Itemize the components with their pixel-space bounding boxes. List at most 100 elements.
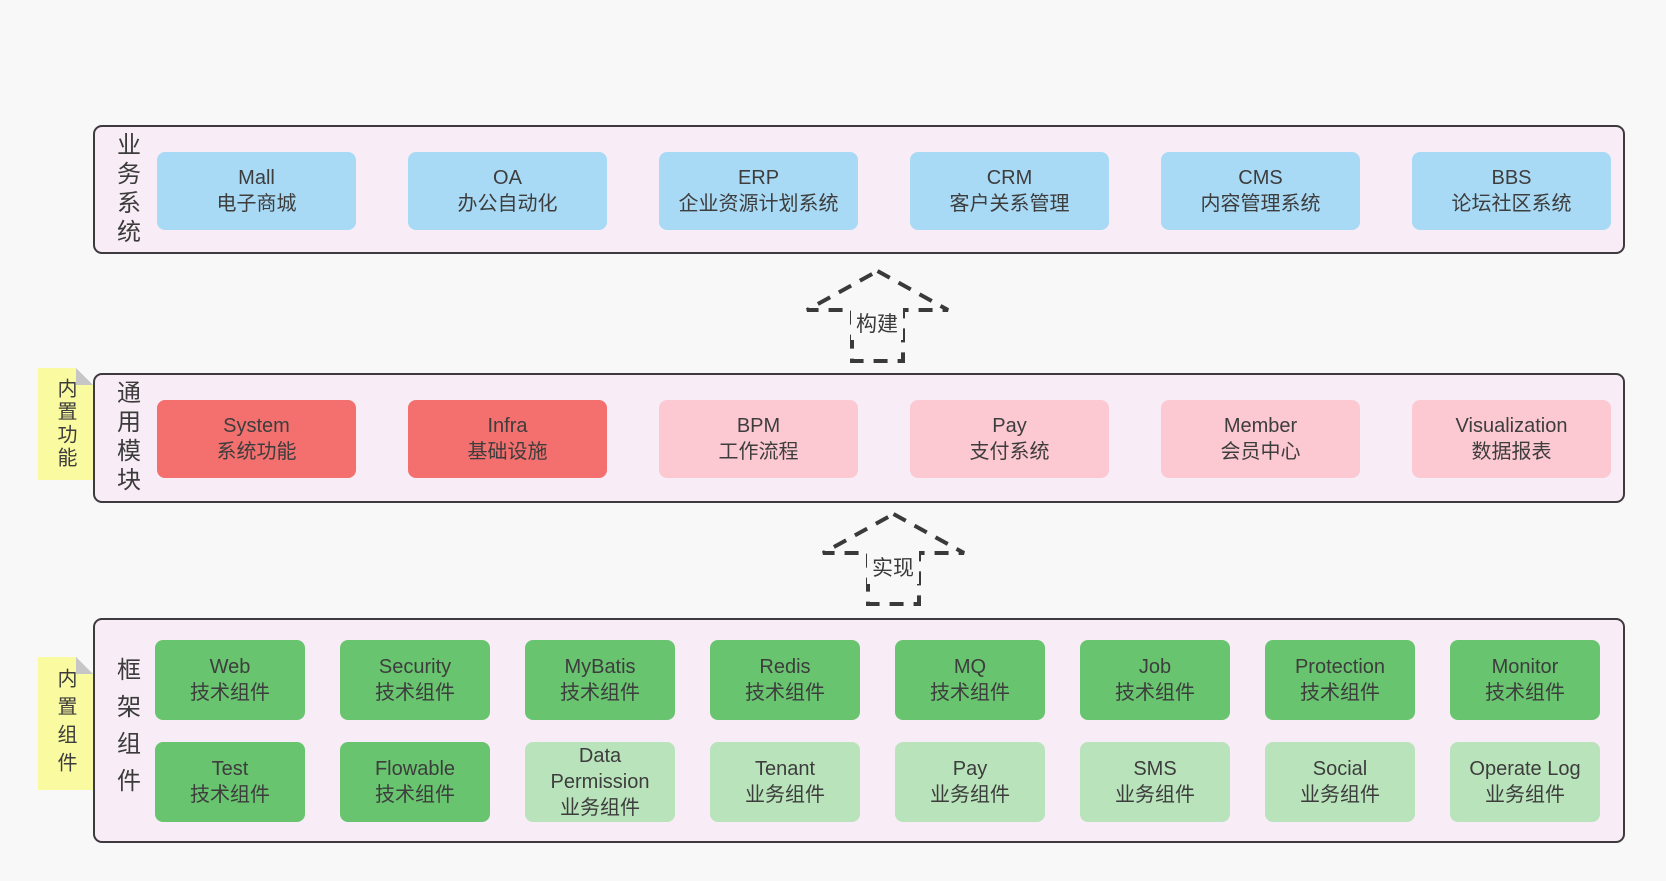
box-title: Social bbox=[1312, 758, 1368, 780]
box-title: CMS bbox=[1238, 167, 1283, 189]
box-subtitle: 系统功能 bbox=[216, 441, 297, 463]
box-subtitle: 会员中心 bbox=[1220, 441, 1301, 463]
box-subtitle: 技术组件 bbox=[1485, 682, 1565, 704]
box-subtitle: 技术组件 bbox=[1300, 682, 1380, 704]
box-subtitle: 工作流程 bbox=[718, 441, 799, 463]
box-subtitle: 办公自动化 bbox=[457, 193, 558, 215]
box-test: Test 技术组件 bbox=[155, 742, 305, 822]
section-label: 通用模块 bbox=[112, 380, 140, 496]
box-subtitle: 技术组件 bbox=[930, 682, 1010, 704]
box-flowable: Flowable 技术组件 bbox=[340, 742, 490, 822]
box-subtitle: 业务组件 bbox=[930, 784, 1010, 806]
box-subtitle: 技术组件 bbox=[375, 784, 455, 806]
box-title: System bbox=[223, 415, 290, 437]
box-mq: MQ 技术组件 bbox=[895, 640, 1045, 720]
box-subtitle: 业务组件 bbox=[1485, 784, 1565, 806]
box-system: System 系统功能 bbox=[157, 400, 356, 478]
box-cms: CMS 内容管理系统 bbox=[1161, 152, 1360, 230]
box-oa: OA 办公自动化 bbox=[408, 152, 607, 230]
box-title: Pay bbox=[992, 415, 1027, 437]
box-title: BBS bbox=[1491, 167, 1532, 189]
box-tenant: Tenant 业务组件 bbox=[710, 742, 860, 822]
business-systems-section: 业务系统 Mall 电子商城 OA 办公自动化 ERP 企业资源计划系统 CRM 客户关系管理… bbox=[93, 125, 1625, 254]
box-crm: CRM 客户关系管理 bbox=[910, 152, 1109, 230]
box-subtitle: 技术组件 bbox=[190, 682, 270, 704]
box-infra: Infra 基础设施 bbox=[408, 400, 607, 478]
box-title: CRM bbox=[986, 167, 1033, 189]
box-title: Visualization bbox=[1455, 415, 1568, 437]
box-bpm: BPM 工作流程 bbox=[659, 400, 858, 478]
box-job: Job 技术组件 bbox=[1080, 640, 1230, 720]
arrow-label: 实现 bbox=[867, 550, 919, 584]
box-title: Web bbox=[209, 656, 251, 678]
box-protection: Protection 技术组件 bbox=[1265, 640, 1415, 720]
box-title: Flowable bbox=[374, 758, 456, 780]
common-modules-section: 通用模块 System 系统功能 Infra 基础设施 BPM 工作流程 Pay 支付系统 Me… bbox=[93, 373, 1625, 503]
box-operate-log: Operate Log 业务组件 bbox=[1450, 742, 1600, 822]
box-web: Web 技术组件 bbox=[155, 640, 305, 720]
implement-arrow bbox=[822, 511, 965, 606]
built-in-features-tag: 内置功能 bbox=[38, 368, 93, 480]
box-subtitle: 基础设施 bbox=[467, 441, 548, 463]
box-title: Infra bbox=[487, 415, 528, 437]
box-title: Test bbox=[211, 758, 249, 780]
box-title: Pay bbox=[952, 758, 988, 780]
box-subtitle: 业务组件 bbox=[1115, 784, 1195, 806]
box-member: Member 会员中心 bbox=[1161, 400, 1360, 478]
box-subtitle: 技术组件 bbox=[745, 682, 825, 704]
box-title: Monitor bbox=[1491, 656, 1559, 678]
box-title: Data Permission bbox=[550, 745, 650, 793]
arrow-label: 构建 bbox=[851, 306, 903, 340]
box-title: Protection bbox=[1294, 656, 1386, 678]
box-title: Member bbox=[1223, 415, 1298, 437]
box-subtitle: 电子商城 bbox=[216, 193, 297, 215]
box-subtitle: 数据报表 bbox=[1471, 441, 1552, 463]
box-title: ERP bbox=[737, 167, 780, 189]
box-subtitle: 支付系统 bbox=[969, 441, 1050, 463]
box-title: Security bbox=[378, 656, 452, 678]
section-label: 业务系统 bbox=[112, 131, 140, 248]
box-subtitle: 技术组件 bbox=[560, 682, 640, 704]
box-mybatis: MyBatis 技术组件 bbox=[525, 640, 675, 720]
box-data-permission: Data Permission 业务组件 bbox=[525, 742, 675, 822]
box-security: Security 技术组件 bbox=[340, 640, 490, 720]
box-erp: ERP 企业资源计划系统 bbox=[659, 152, 858, 230]
section-label: 框架组件 bbox=[112, 656, 140, 805]
box-monitor: Monitor 技术组件 bbox=[1450, 640, 1600, 720]
box-redis: Redis 技术组件 bbox=[710, 640, 860, 720]
box-subtitle: 客户关系管理 bbox=[949, 193, 1070, 215]
box-pay: Pay 支付系统 bbox=[910, 400, 1109, 478]
built-in-components-tag: 内置组件 bbox=[38, 657, 93, 790]
box-visualization: Visualization 数据报表 bbox=[1412, 400, 1611, 478]
box-subtitle: 业务组件 bbox=[1300, 784, 1380, 806]
box-title: BPM bbox=[736, 415, 781, 437]
box-social: Social 业务组件 bbox=[1265, 742, 1415, 822]
box-title: Job bbox=[1138, 656, 1172, 678]
business-row: Mall 电子商城 OA 办公自动化 ERP 企业资源计划系统 CRM 客户关系管理 CMS 内容… bbox=[157, 152, 1611, 230]
box-mall: Mall 电子商城 bbox=[157, 152, 356, 230]
box-subtitle: 企业资源计划系统 bbox=[678, 193, 839, 215]
box-pay: Pay 业务组件 bbox=[895, 742, 1045, 822]
box-title: OA bbox=[493, 167, 522, 189]
box-bbs: BBS 论坛社区系统 bbox=[1412, 152, 1611, 230]
box-subtitle: 技术组件 bbox=[375, 682, 455, 704]
box-subtitle: 业务组件 bbox=[560, 797, 640, 819]
box-subtitle: 技术组件 bbox=[1115, 682, 1195, 704]
build-arrow bbox=[806, 268, 949, 363]
box-title: Operate Log bbox=[1469, 758, 1581, 780]
box-subtitle: 论坛社区系统 bbox=[1451, 193, 1572, 215]
box-title: Mall bbox=[238, 167, 275, 189]
box-subtitle: 内容管理系统 bbox=[1200, 193, 1321, 215]
box-title: MyBatis bbox=[564, 656, 636, 678]
box-title: Tenant bbox=[754, 758, 816, 780]
box-title: SMS bbox=[1133, 758, 1177, 780]
modules-row: System 系统功能 Infra 基础设施 BPM 工作流程 Pay 支付系统 Member 会… bbox=[157, 400, 1611, 478]
box-subtitle: 技术组件 bbox=[190, 784, 270, 806]
box-title: Redis bbox=[759, 656, 811, 678]
box-subtitle: 业务组件 bbox=[745, 784, 825, 806]
box-title: MQ bbox=[953, 656, 987, 678]
box-sms: SMS 业务组件 bbox=[1080, 742, 1230, 822]
